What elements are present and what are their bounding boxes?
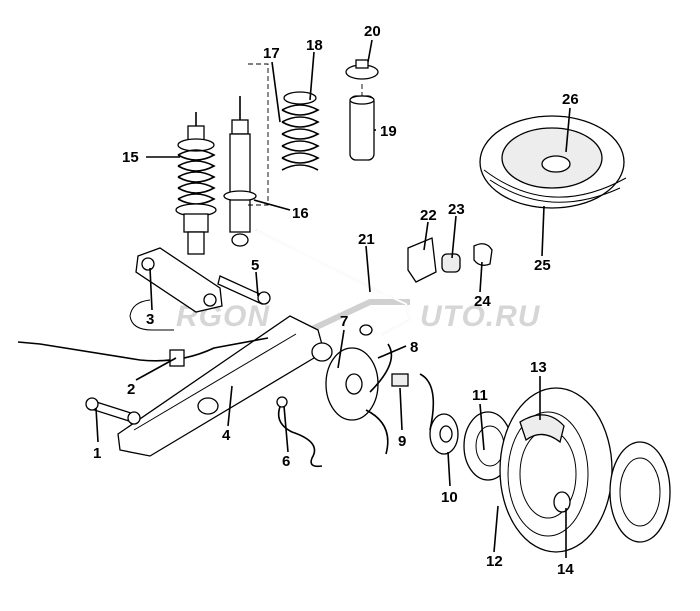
callout-1: 1	[93, 445, 101, 462]
brake-cable-drawing	[17, 337, 269, 367]
callout-3: 3	[146, 311, 154, 328]
callout-4: 4	[222, 427, 231, 444]
shock-strut-assembly-drawing	[175, 112, 217, 255]
callout-7: 7	[340, 313, 348, 330]
watermark-logo-right-icon	[308, 299, 410, 333]
callout-13: 13	[530, 359, 547, 376]
abs-sensor-wire-drawing	[276, 396, 323, 468]
brake-shoes-drawing	[365, 343, 435, 455]
bump-stop-and-mount-drawing	[345, 59, 379, 161]
callout-17: 17	[263, 45, 280, 62]
callout-12: 12	[486, 553, 503, 570]
callout-8: 8	[410, 339, 418, 356]
callout-16: 16	[292, 205, 309, 222]
axle-beam-drawing	[117, 315, 333, 457]
lower-link-drawing	[85, 397, 141, 425]
callout-23: 23	[448, 201, 465, 218]
callout-22: 22	[420, 207, 437, 224]
callout-6: 6	[282, 453, 290, 470]
callout-21: 21	[358, 231, 375, 248]
callout-9: 9	[398, 433, 406, 450]
shock-absorber-drawing	[223, 63, 269, 247]
callout-14: 14	[557, 561, 574, 578]
callout-26: 26	[562, 91, 579, 108]
anti-roll-bar-brackets-drawing	[407, 237, 493, 283]
callout-2: 2	[127, 381, 135, 398]
callout-24: 24	[474, 293, 491, 310]
watermark-text-right: UTO.RU	[420, 300, 541, 333]
callout-19: 19	[380, 123, 397, 140]
callout-25: 25	[534, 257, 551, 274]
callout-20: 20	[364, 23, 381, 40]
spare-tyre-drawing	[479, 115, 627, 209]
callout-11: 11	[472, 387, 488, 404]
road-wheel-drawing	[499, 387, 613, 553]
wheel-hub-drawing	[429, 413, 459, 455]
upper-arm-drawing	[135, 247, 223, 313]
lateral-link-drawing	[217, 275, 271, 305]
callout-15: 15	[122, 149, 139, 166]
coil-spring-drawing	[281, 91, 320, 171]
callout-5: 5	[251, 257, 259, 274]
callout-18: 18	[306, 37, 323, 54]
anti-roll-bar-drawing	[255, 229, 412, 336]
callout-labels: 1 2 3 4 5 6 7 8 9 10 11 12 13 14 15 16 1…	[93, 23, 579, 578]
brake-backing-plate-drawing	[325, 347, 379, 421]
wheel-cover-drawing	[609, 441, 671, 543]
watermark-logo-left-icon	[129, 299, 174, 331]
leader-lines	[95, 39, 571, 558]
callout-10: 10	[441, 489, 458, 506]
